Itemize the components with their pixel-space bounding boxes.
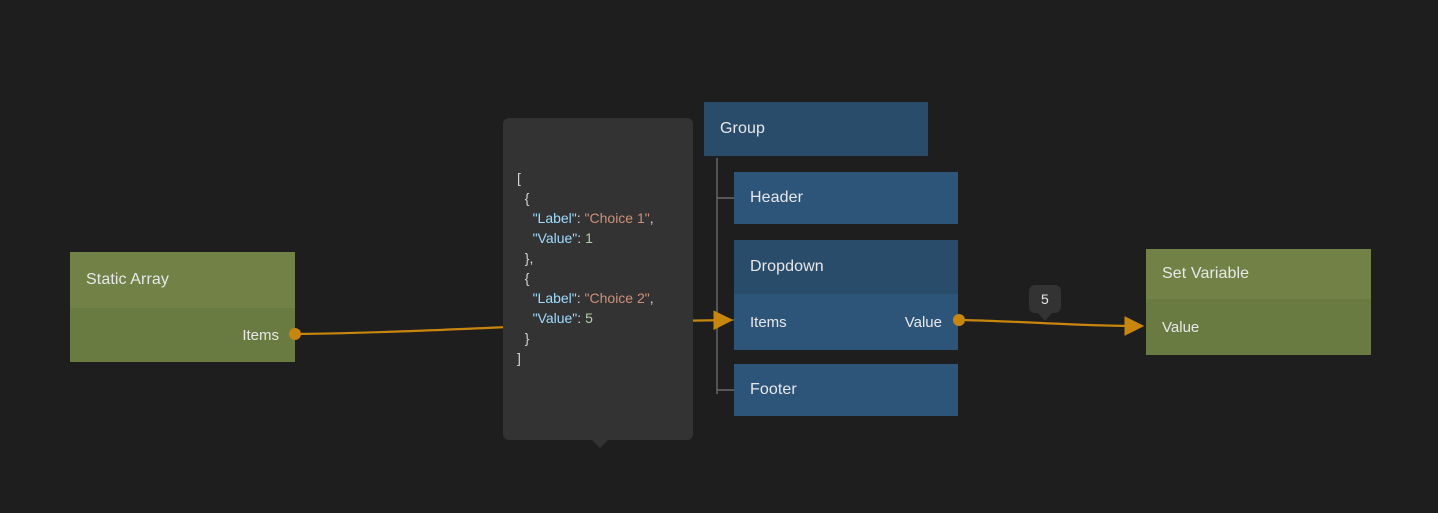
output-port-dropdown-value[interactable] <box>953 314 965 326</box>
node-group-title: Group <box>704 102 928 156</box>
node-set-variable-title: Set Variable <box>1146 249 1371 299</box>
node-static-array-body: Items <box>70 308 295 362</box>
value-preview-text: 5 <box>1041 291 1049 307</box>
output-port-static-array-items[interactable] <box>289 328 301 340</box>
json-token: : <box>577 310 586 326</box>
node-dropdown[interactable]: Dropdown Items Value <box>734 240 958 350</box>
node-static-array-title: Static Array <box>70 252 295 308</box>
json-line: "Label": "Choice 1", <box>517 208 679 228</box>
json-token: "Choice 2" <box>584 290 650 306</box>
json-token: [ <box>517 170 521 186</box>
json-token: }, <box>517 250 534 266</box>
node-footer[interactable]: Footer <box>734 364 958 416</box>
node-header[interactable]: Header <box>734 172 958 224</box>
json-line: "Label": "Choice 2", <box>517 288 679 308</box>
json-line: { <box>517 268 679 288</box>
json-token: "Label" <box>532 290 577 306</box>
json-token: : <box>576 210 585 226</box>
json-line: ] <box>517 348 679 368</box>
badge-pointer-icon <box>1036 312 1053 321</box>
json-token: : <box>577 230 586 246</box>
json-token: ] <box>517 350 521 366</box>
json-line: } <box>517 328 679 348</box>
json-token: , <box>649 210 654 226</box>
json-token: { <box>517 190 530 206</box>
node-set-variable[interactable]: Set Variable Value <box>1146 249 1371 355</box>
json-token <box>517 310 533 326</box>
node-header-title: Header <box>750 189 804 206</box>
json-token <box>517 290 533 306</box>
port-label-dropdown-items-in[interactable]: Items <box>750 313 787 331</box>
group-tree-connector <box>716 158 734 394</box>
json-line: [ <box>517 168 679 188</box>
json-line: "Value": 1 <box>517 228 679 248</box>
port-label-set-variable-value-in[interactable]: Value <box>1162 318 1200 336</box>
tooltip-pointer-icon <box>591 439 609 448</box>
items-preview-json: [ { "Label": "Choice 1", "Value": 1 }, {… <box>517 168 679 368</box>
node-dropdown-body: Items Value <box>734 294 958 350</box>
json-token: "Value" <box>532 230 578 246</box>
json-token: { <box>517 270 530 286</box>
node-group[interactable]: Group <box>704 102 928 156</box>
json-token <box>517 210 533 226</box>
json-token: "Label" <box>532 210 577 226</box>
json-token: "Choice 1" <box>584 210 650 226</box>
node-static-array[interactable]: Static Array Items <box>70 252 295 362</box>
json-token: "Value" <box>532 310 578 326</box>
json-token: } <box>517 330 530 346</box>
node-footer-title: Footer <box>750 381 797 398</box>
json-token: 1 <box>585 230 593 246</box>
value-preview-badge: 5 <box>1029 285 1061 321</box>
port-label-items-out[interactable]: Items <box>242 326 279 344</box>
items-preview-tooltip: [ { "Label": "Choice 1", "Value": 1 }, {… <box>503 118 693 448</box>
json-line: "Value": 5 <box>517 308 679 328</box>
port-label-dropdown-value-out[interactable]: Value <box>904 313 942 331</box>
node-dropdown-title: Dropdown <box>734 240 958 294</box>
json-line: }, <box>517 248 679 268</box>
json-token: 5 <box>585 310 593 326</box>
json-line: { <box>517 188 679 208</box>
json-token: : <box>576 290 585 306</box>
node-set-variable-body: Value <box>1146 299 1371 355</box>
json-token <box>517 230 533 246</box>
json-token: , <box>649 290 654 306</box>
